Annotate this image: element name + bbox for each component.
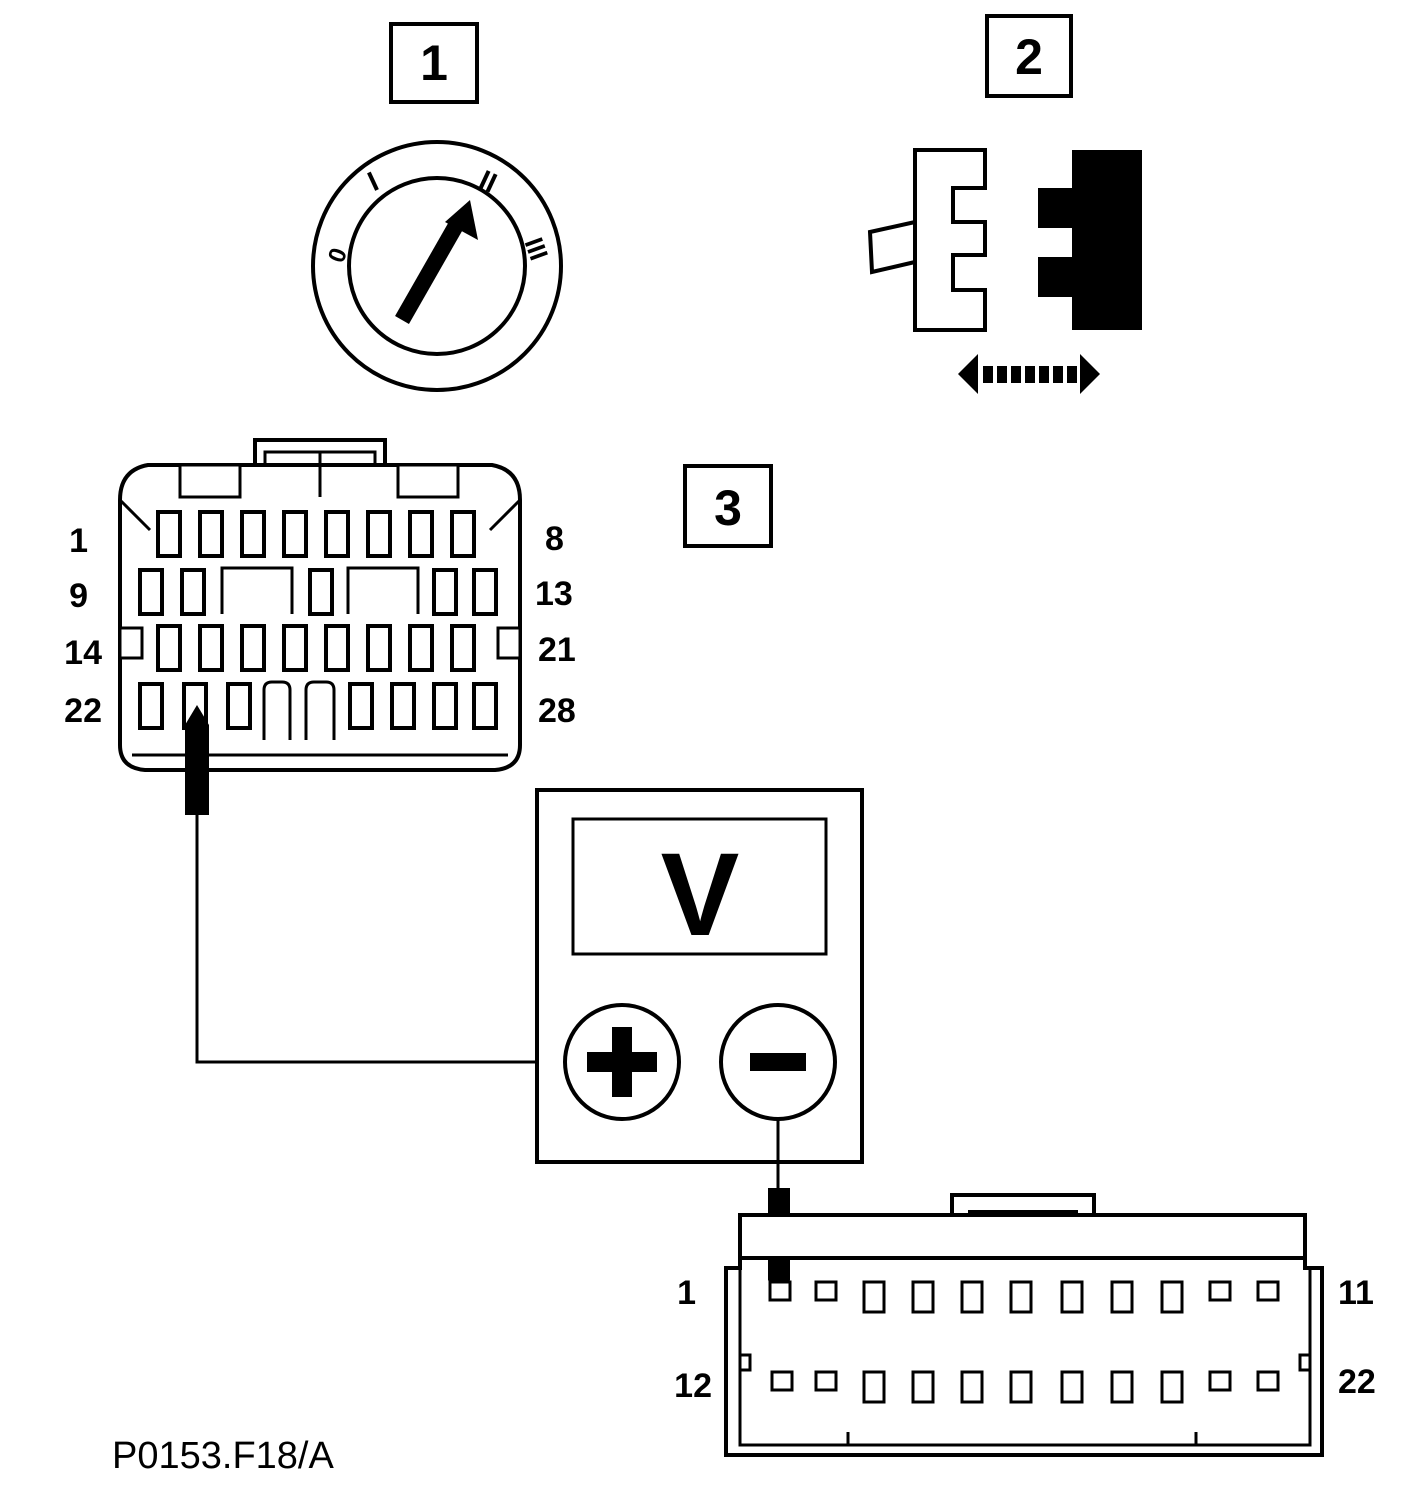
negative-terminal	[719, 1003, 837, 1121]
step-2-box: 2	[985, 14, 1073, 98]
pin-label-11: 11	[1338, 1274, 1374, 1312]
pin-row-top	[768, 1280, 1280, 1314]
figure-reference: P0153.F18/A	[112, 1435, 334, 1477]
pin-label-21: 21	[538, 631, 576, 669]
step-2-number: 2	[1015, 29, 1043, 85]
positive-probe	[185, 705, 566, 1064]
pin-label-1-b: 1	[677, 1274, 696, 1312]
connector-28-pin: 1 9 14 22 8 13 21 28	[64, 438, 576, 772]
voltmeter-display: V	[661, 829, 740, 961]
pin-row-4	[138, 680, 498, 740]
step-1-box: 1	[389, 22, 479, 104]
pin-label-28: 28	[538, 692, 576, 730]
pin-label-8: 8	[545, 520, 564, 558]
pin-row-bottom	[770, 1370, 1280, 1404]
step-3-box: 3	[683, 464, 773, 548]
pin-row-1	[156, 510, 476, 558]
pin-label-12: 12	[674, 1367, 712, 1405]
ignition-switch-icon: 0 I II III	[311, 140, 563, 392]
voltmeter: V	[535, 788, 864, 1164]
connector-22-pin: 1 12 11 22	[674, 1193, 1376, 1457]
step-1-number: 1	[420, 35, 448, 91]
pin-label-1: 1	[69, 522, 88, 560]
positive-terminal	[563, 1003, 681, 1121]
connector-disconnect-icon	[867, 148, 1142, 394]
pin-row-2	[138, 566, 498, 616]
pin-row-3	[156, 624, 476, 672]
pin-label-13: 13	[535, 575, 573, 613]
pin-label-22-b: 22	[1338, 1363, 1376, 1401]
pin-label-22: 22	[64, 692, 102, 730]
step-3-number: 3	[714, 480, 742, 536]
pin-label-9: 9	[69, 577, 88, 615]
pin-label-14: 14	[64, 634, 102, 672]
